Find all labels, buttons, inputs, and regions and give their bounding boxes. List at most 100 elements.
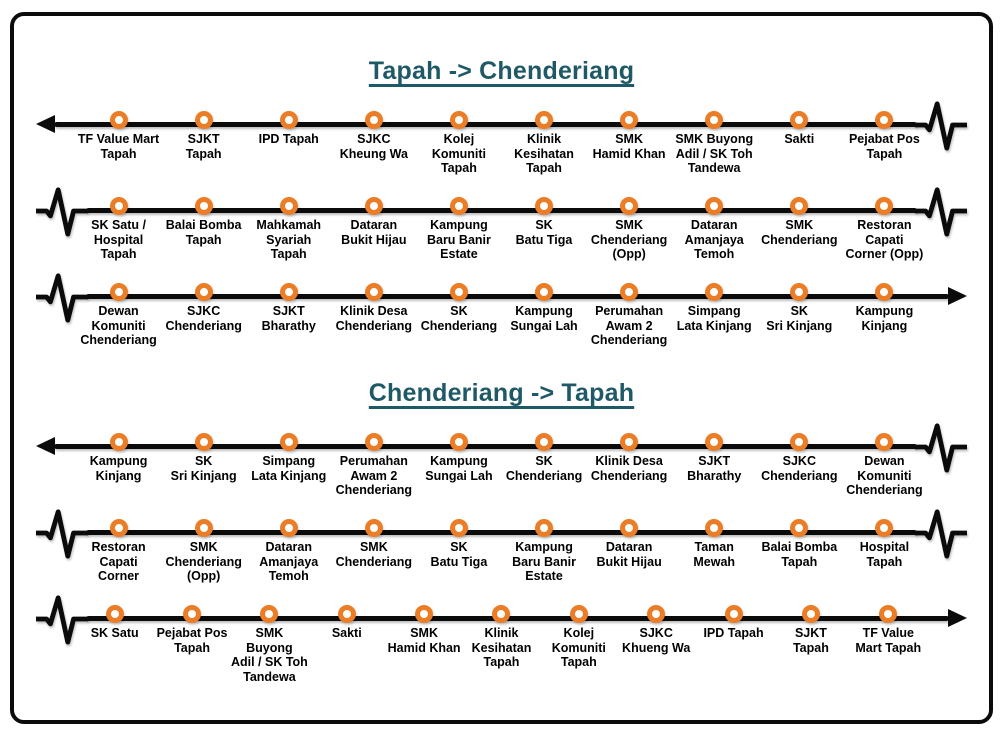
stop-marker-icon <box>449 433 468 451</box>
stop: Simpang Lata Kinjang <box>672 283 757 348</box>
stop-marker-icon <box>279 197 298 215</box>
stop-marker-icon <box>705 283 724 301</box>
stop-label: SJKT Bharathy <box>261 304 316 333</box>
stop-label: SMK Chenderiang (Opp) <box>165 540 242 583</box>
stop-marker-icon <box>790 111 809 129</box>
stop: Dataran Bukit Hijau <box>587 519 672 584</box>
stop: SMK Chenderiang (Opp) <box>587 197 672 262</box>
stop: SMK Hamid Khan <box>385 605 462 684</box>
stop-label: SJKC Kheung Wa <box>339 132 408 161</box>
stop: Pejabat Pos Tapah <box>153 605 230 684</box>
stop-marker-icon <box>183 605 202 623</box>
stop-label: Hospital Tapah <box>859 540 910 569</box>
stop: SJKT Bharathy <box>672 433 757 498</box>
stop-marker-icon <box>364 197 383 215</box>
stop-label: Kampung Kinjang <box>89 454 148 483</box>
stop-marker-icon <box>279 433 298 451</box>
stop-label: SK Sri Kinjang <box>170 454 237 483</box>
stop-marker-icon <box>879 605 898 623</box>
stop: TF Value Mart Tapah <box>850 605 927 684</box>
stop-marker-icon <box>790 433 809 451</box>
stop-label: SJKC Khueng Wa <box>622 626 691 655</box>
stop-marker-icon <box>449 111 468 129</box>
stop: SK Sri Kinjang <box>161 433 246 498</box>
stop: SMK Buyong Adil / SK Toh Tandewa <box>672 111 757 176</box>
stop-label: Perumahan Awam 2 Chenderiang <box>590 304 668 347</box>
stop: SK Sri Kinjang <box>757 283 842 348</box>
stop-label: Simpang Lata Kinjang <box>676 304 752 333</box>
route-track-line <box>86 294 949 299</box>
stop-label: Mahkamah Syariah Tapah <box>256 218 322 261</box>
stop-label: Restoran Capati Corner (Opp) <box>845 218 924 261</box>
stop: Sakti <box>757 111 842 176</box>
stop-marker-icon <box>449 519 468 537</box>
stop-label: SK Batu Tiga <box>430 540 488 569</box>
pulse-icon <box>915 101 967 151</box>
stop-marker-icon <box>279 283 298 301</box>
stop: Kolej Komuniti Tapah <box>540 605 617 684</box>
stop-label: Kampung Baru Banir Estate <box>426 218 491 261</box>
stop-label: Simpang Lata Kinjang <box>251 454 327 483</box>
pulse-icon <box>36 595 88 645</box>
stop-label: SMK Chenderiang <box>761 218 838 247</box>
stop-marker-icon <box>449 197 468 215</box>
stop-label: IPD Tapah <box>703 626 764 640</box>
stop-marker-icon <box>535 433 554 451</box>
stop: SMK Chenderiang <box>757 197 842 262</box>
stop-label: SK Chenderiang <box>505 454 583 483</box>
stop: Dewan Komuniti Chenderiang <box>76 283 161 348</box>
stop-marker-icon <box>279 111 298 129</box>
stop-label: TF Value Mart Tapah <box>855 626 922 655</box>
stop-label: Dewan Komuniti Chenderiang <box>846 454 923 497</box>
stop: Perumahan Awam 2 Chenderiang <box>331 433 416 498</box>
stop-label: Klinik Desa Chenderiang <box>335 304 413 333</box>
stop: SK Batu Tiga <box>501 197 586 262</box>
stop-label: SMK Hamid Khan <box>387 626 461 655</box>
stop-label: Dataran Amanjaya Temoh <box>259 540 319 583</box>
stop-label: Dataran Bukit Hijau <box>341 218 407 247</box>
stop: Dewan Komuniti Chenderiang <box>842 433 927 498</box>
stop-label: Dataran Bukit Hijau <box>596 540 662 569</box>
stop-label: Kampung Sungai Lah <box>510 304 578 333</box>
stop: SK Satu <box>76 605 153 684</box>
stop-label: Dataran Amanjaya Temoh <box>684 218 744 261</box>
stop-label: Klinik Desa Chenderiang <box>590 454 668 483</box>
stop-label: SJKT Tapah <box>792 626 829 655</box>
stop: Kolej Komuniti Tapah <box>416 111 501 176</box>
stop-label: Pejabat Pos Tapah <box>156 626 228 655</box>
stop-marker-icon <box>705 111 724 129</box>
stop-marker-icon <box>790 519 809 537</box>
pulse-icon <box>915 187 967 237</box>
stop: Balai Bomba Tapah <box>757 519 842 584</box>
stop-marker-icon <box>415 605 434 623</box>
stop-list: Kampung Kinjang SK Sri Kinjang Simpang Lat… <box>76 433 927 498</box>
stop-label: Balai Bomba Tapah <box>165 218 242 247</box>
stop-label: Dewan Komuniti Chenderiang <box>80 304 157 347</box>
stop: SK Chenderiang <box>416 283 501 348</box>
stop-marker-icon <box>620 433 639 451</box>
pulse-icon <box>36 509 88 559</box>
stop-label: Kolej Komuniti Tapah <box>551 626 606 669</box>
stop: Mahkamah Syariah Tapah <box>246 197 331 262</box>
stop-label: SJKT Bharathy <box>687 454 742 483</box>
stop-marker-icon <box>279 519 298 537</box>
stop-label: Taman Mewah <box>693 540 736 569</box>
stop-marker-icon <box>875 111 894 129</box>
stop-marker-icon <box>647 605 666 623</box>
stop: Sakti <box>308 605 385 684</box>
stop: Kampung Sungai Lah <box>416 433 501 498</box>
stop-marker-icon <box>194 433 213 451</box>
pulse-icon <box>36 273 88 323</box>
stop-marker-icon <box>875 197 894 215</box>
section-title: Chenderiang -> Tapah <box>368 379 635 407</box>
stop-marker-icon <box>535 519 554 537</box>
stop-label: Klinik Kesihatan Tapah <box>471 626 532 669</box>
stop-marker-icon <box>620 519 639 537</box>
stop: Dataran Bukit Hijau <box>331 197 416 262</box>
